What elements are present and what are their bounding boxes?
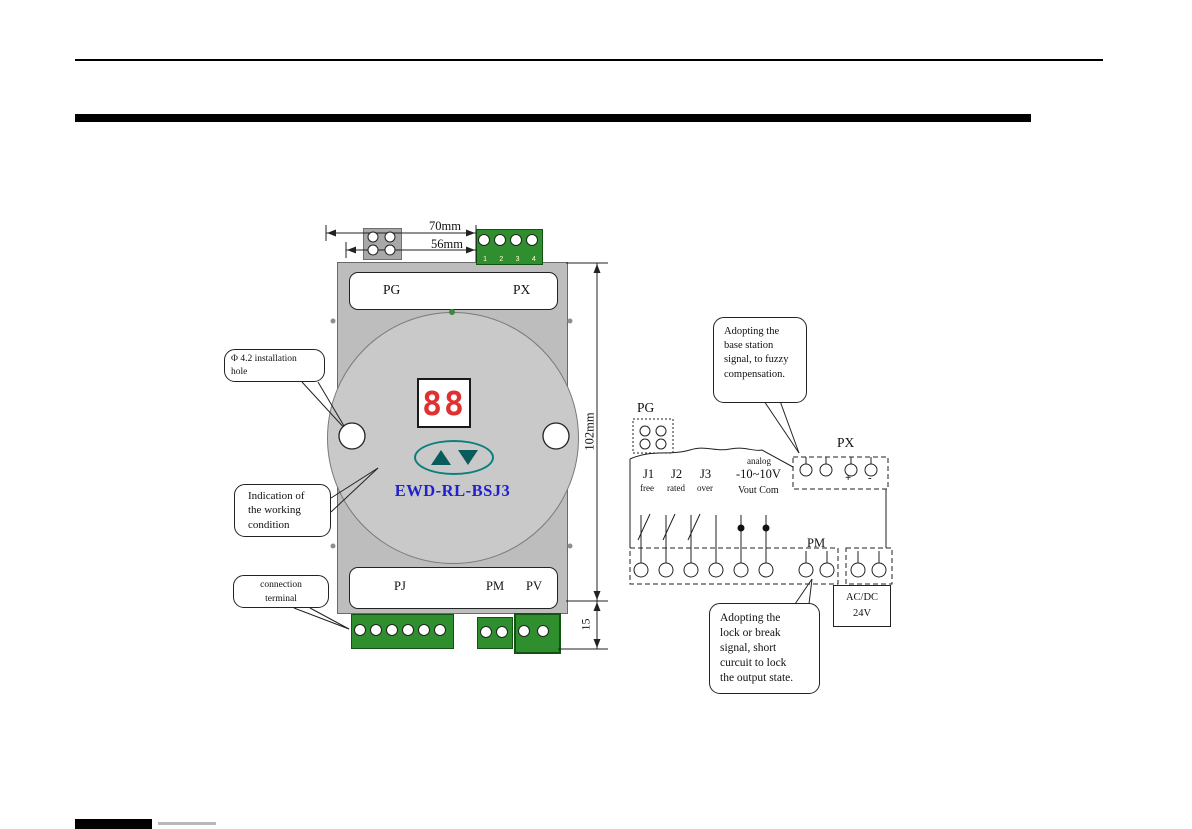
callout-working-condition: Indication of the working condition	[234, 484, 331, 537]
jumper-j3-desc: over	[697, 483, 713, 493]
pm-terminal-block	[477, 617, 513, 649]
device-top-label-bar: PG PX	[349, 272, 558, 310]
px-minus-label: -	[868, 472, 872, 484]
callout-installation-hole: Φ 4.2 installation hole	[224, 349, 325, 382]
px-terminal-block: 1 2 3 4	[476, 229, 543, 265]
jumper-j2-label: J2	[671, 467, 683, 481]
down-arrow-icon	[457, 450, 478, 465]
jumper-j1-label: J1	[643, 467, 655, 481]
px-plus-label: +	[845, 472, 852, 484]
device-pv-label: PV	[526, 579, 542, 593]
display-value: 88	[422, 383, 466, 423]
device-pg-label: PG	[383, 282, 401, 297]
footer-text-illegible	[158, 822, 216, 825]
power-supply-box: AC/DC 24V	[833, 585, 891, 627]
dim-56mm-label: 56mm	[429, 237, 465, 252]
device-faceplate-circle	[327, 312, 579, 564]
dim-70mm-label: 70mm	[427, 219, 463, 234]
jumper-j3-label: J3	[700, 467, 712, 481]
pv-terminal-block	[514, 613, 561, 654]
updown-button-panel	[414, 440, 494, 475]
up-arrow-icon	[430, 450, 451, 465]
pin-number: 1	[483, 256, 488, 263]
pin-number: 2	[499, 256, 504, 263]
footer-mark	[75, 819, 152, 829]
jumper-j1-desc: free	[640, 483, 654, 493]
top-rule	[75, 59, 1103, 61]
wiring-pg-label: PG	[637, 400, 655, 415]
callout-connection-terminal: connection terminal	[233, 575, 329, 608]
section-heading-rule	[75, 114, 1031, 122]
pg-connector-block	[363, 228, 402, 260]
px-terminal-pin-numbers: 1 2 3 4	[477, 230, 542, 264]
pin-number: 4	[531, 256, 536, 263]
device-model-name: EWD-RL-BSJ3	[394, 481, 511, 500]
callout-base-station: Adopting the base station signal, to fuz…	[713, 317, 807, 403]
analog-label: analog	[747, 456, 771, 466]
analog-range-label: -10~10V	[736, 467, 781, 481]
analog-pins-label: Vout Com	[738, 485, 779, 496]
device-pj-label: PJ	[394, 579, 406, 593]
pj-terminal-block	[351, 614, 454, 649]
dim-102mm-label: 102mm	[582, 412, 597, 451]
jumper-j2-desc: rated	[667, 483, 685, 493]
dim-15-label: 15	[578, 618, 593, 631]
callout-lock-signal: Adopting the lock or break signal, short…	[709, 603, 820, 694]
wiring-pm-label: PM	[807, 536, 826, 550]
device-px-label: PX	[513, 282, 531, 297]
device-bottom-label-bar: PJ PM PV	[349, 567, 558, 609]
pin-number: 3	[515, 256, 520, 263]
wiring-px-label: PX	[837, 435, 855, 450]
seven-segment-display: 88	[417, 378, 471, 428]
device-pm-label: PM	[486, 579, 505, 593]
